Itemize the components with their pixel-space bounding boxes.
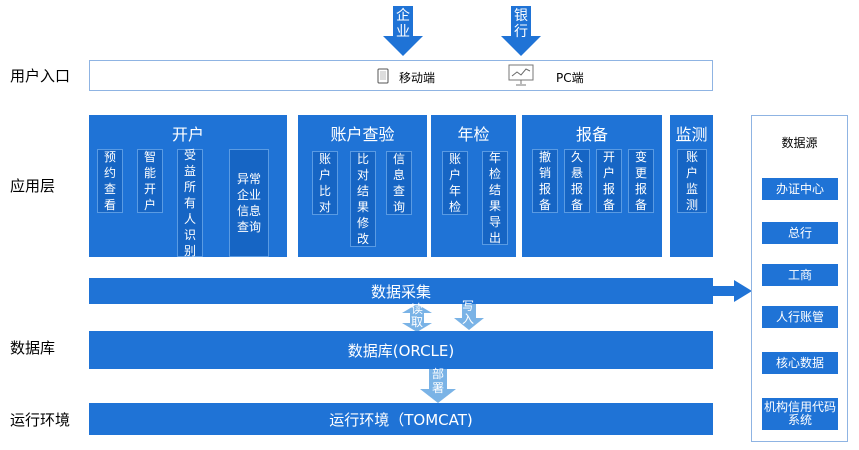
bank-arrow: 银行: [501, 6, 541, 56]
section-title-query: 账户查验: [330, 125, 395, 144]
section-open: 开户 预约查看 智能开户 受益所有人识别 异常企业信息查询: [89, 115, 287, 258]
item-smart-open: 智能开户: [137, 149, 163, 213]
source-core-data: 核心数据: [762, 352, 838, 374]
pc-icon: [508, 64, 534, 86]
section-query: 账户查验 账户比对 比对结果修改 信息查询: [298, 115, 427, 257]
row-label-entry: 用户入口: [10, 67, 71, 85]
item-abnormal-query: 异常企业信息查询: [229, 149, 269, 257]
entry-bar: 移动端 PC端: [89, 60, 713, 91]
item-compare-modify: 比对结果修改: [350, 151, 376, 247]
mobile-icon: [377, 68, 389, 84]
source-credit-code-system: 机构信用代码系统: [762, 398, 838, 430]
database-label: 数据库(ORCLE): [347, 342, 455, 360]
item-account-monitor: 账户监测: [677, 149, 707, 213]
item-dormant-report: 久悬报备: [564, 149, 590, 213]
read-label: 读取: [410, 302, 423, 329]
mobile-label: 移动端: [399, 71, 436, 85]
row-label-runtime: 运行环境: [10, 411, 71, 429]
write-label: 写入: [461, 299, 474, 326]
right-arrow-icon: [706, 280, 752, 302]
source-head-office: 总行: [762, 222, 838, 244]
section-annual: 年检 账户年检 年检结果导出: [431, 115, 516, 257]
item-beneficial-owner: 受益所有人识别: [177, 148, 203, 258]
item-info-query: 信息查询: [386, 151, 412, 215]
read-arrow-icon: [402, 304, 432, 332]
row-label-app: 应用层: [10, 177, 56, 195]
runtime-label: 运行环境（TOMCAT): [329, 411, 473, 429]
runtime-bar: 运行环境（TOMCAT): [89, 403, 713, 435]
down-arrow-icon: [501, 6, 541, 56]
section-title-report: 报备: [575, 125, 608, 144]
item-open-report: 开户报备: [596, 149, 622, 213]
item-cancel-report: 撤销报备: [532, 149, 558, 213]
item-booking-view: 预约查看: [97, 149, 123, 213]
bank-label: 银行: [514, 8, 528, 40]
down-arrow-icon: [383, 6, 423, 56]
row-label-db: 数据库: [10, 339, 56, 357]
item-account-annual: 账户年检: [442, 151, 468, 215]
source-industry-commerce: 工商: [762, 264, 838, 286]
collect-label: 数据采集: [370, 283, 431, 301]
database-bar: 数据库(ORCLE): [89, 331, 713, 369]
item-account-compare: 账户比对: [312, 151, 338, 215]
item-annual-export: 年检结果导出: [482, 151, 508, 245]
enterprise-arrow: 企业: [383, 6, 423, 56]
section-monitor: 监测 账户监测: [670, 115, 713, 257]
collect-bar: 数据采集: [89, 278, 713, 304]
datasource-panel: 数据源 办证中心 总行 工商 人行账管 核心数据 机构信用代码系统: [751, 115, 848, 442]
datasource-title: 数据源: [781, 136, 818, 150]
source-license-center: 办证中心: [762, 178, 838, 200]
deploy-label: 部署: [431, 367, 444, 395]
source-pboc-account: 人行账管: [762, 306, 838, 328]
pc-label: PC端: [556, 71, 584, 85]
section-title-open: 开户: [171, 125, 204, 144]
item-change-report: 变更报备: [628, 149, 654, 213]
deploy-arrow-icon: [420, 369, 456, 403]
section-title-annual: 年检: [457, 125, 490, 144]
enterprise-label: 企业: [396, 8, 410, 40]
write-arrow-icon: [454, 304, 484, 330]
section-title-monitor: 监测: [675, 125, 708, 144]
section-report: 报备 撤销报备 久悬报备 开户报备 变更报备: [522, 115, 662, 257]
